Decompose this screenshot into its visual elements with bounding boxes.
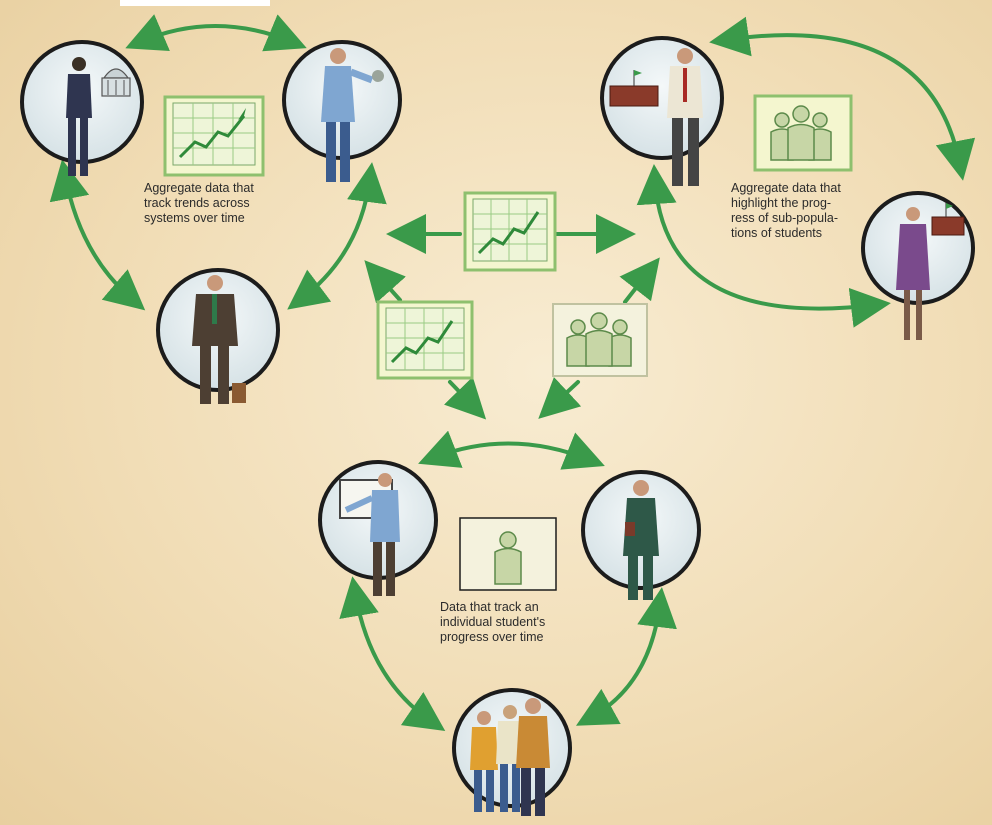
district-leader-figure <box>896 207 930 340</box>
citizen-figure <box>321 48 384 182</box>
counselor-figure <box>623 480 659 600</box>
trend-chart-box-trends <box>163 95 265 177</box>
white-corner-patch <box>120 0 270 6</box>
arrow-principal-district <box>709 16 976 181</box>
group-box-subpopulations <box>753 94 853 172</box>
trend-line-icon <box>477 211 540 255</box>
family-figures <box>470 698 550 816</box>
arrow-down-left <box>443 376 487 420</box>
school-building-icon <box>931 203 965 236</box>
trend-line-icon <box>390 320 454 364</box>
arrow-teacher-family <box>339 576 446 731</box>
arrow-principal-leader <box>636 164 891 328</box>
arrow-teacher-counselor <box>418 430 605 470</box>
arrow-up-right <box>619 257 660 304</box>
group-box-center <box>552 303 648 377</box>
circle-teacher <box>318 460 438 596</box>
trend-chart-box-center <box>463 191 557 272</box>
circle-district-leader <box>861 191 975 340</box>
teacher-figure <box>344 473 400 596</box>
circle-family <box>452 688 572 816</box>
circle-counselor <box>581 470 701 600</box>
circle-principal <box>600 36 724 186</box>
arrow-down-right <box>538 377 582 419</box>
arrow-counselor-family <box>575 587 677 726</box>
arrow-policymaker-administrator <box>49 159 146 311</box>
capitol-icon <box>101 68 131 97</box>
trend-line-icon <box>178 115 246 159</box>
circle-citizen <box>282 40 402 182</box>
administrator-figure <box>192 275 246 404</box>
caption-subpopulations: Aggregate data that highlight the prog- … <box>731 181 841 240</box>
circle-policymaker <box>20 40 144 176</box>
caption-trends: Aggregate data that track trends across … <box>144 181 254 225</box>
trend-chart-box-left <box>376 300 474 380</box>
arrow-up-left <box>364 260 406 304</box>
arrows <box>49 14 976 731</box>
arrow-policymaker-citizen <box>125 14 307 52</box>
principal-figure <box>667 48 703 186</box>
school-building-icon <box>609 70 659 107</box>
individual-student-box <box>459 517 557 591</box>
arrow-citizen-administrator <box>287 162 387 310</box>
policymaker-figure <box>66 57 92 176</box>
caption-individual: Data that track an individual student's … <box>440 600 546 644</box>
circle-administrator <box>156 268 280 404</box>
